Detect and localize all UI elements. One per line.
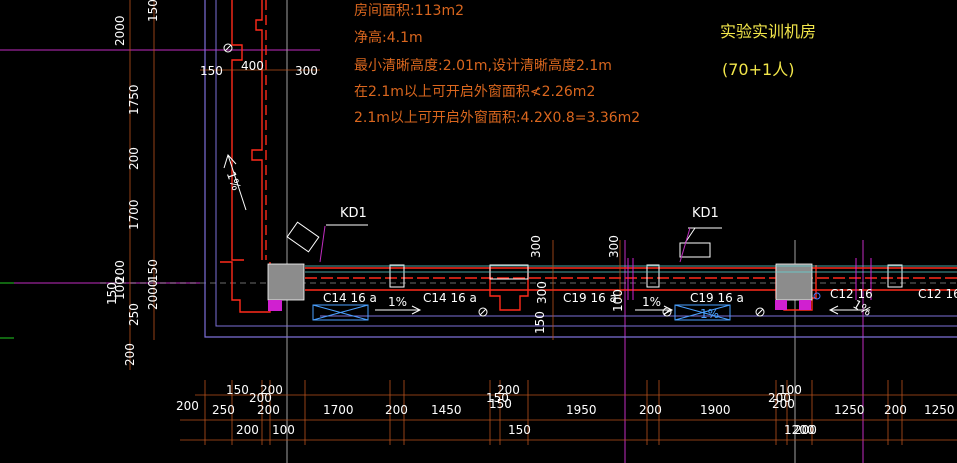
beam-label: C19 16 a: [563, 291, 617, 305]
cyan-lines: [305, 265, 957, 273]
slab-outline: [204, 0, 957, 338]
beam-label: C19 16 a: [690, 291, 744, 305]
dimension-text: 200: [639, 403, 662, 417]
dimension-text: 1250: [924, 403, 955, 417]
dimension-text: 150: [508, 423, 531, 437]
dimension-text: 100: [113, 277, 127, 300]
dimension-text: 300: [535, 281, 549, 304]
dimension-text: 150: [226, 383, 249, 397]
dimension-text: 250: [127, 303, 141, 326]
dimension-text: 200: [236, 423, 259, 437]
dimension-text: 1450: [431, 403, 462, 417]
dimension-lines: [129, 0, 957, 445]
dimension-text: 100: [611, 289, 625, 312]
dimension-text: 200: [176, 399, 199, 413]
dimension-text: 200: [123, 343, 137, 366]
kd1-symbols: [286, 221, 722, 263]
kd1-tag: KD1: [692, 206, 719, 221]
dimension-text: 200: [127, 147, 141, 170]
dimension-text: 150: [146, 0, 160, 22]
dimension-text: 1750: [127, 84, 141, 115]
room-area-note: 房间面积:113m2: [354, 3, 464, 19]
slope-label: 1%: [700, 307, 720, 321]
dimension-text: 1200: [784, 423, 815, 437]
beam-label: C14 16 a: [423, 291, 477, 305]
kd1-tag: KD1: [340, 206, 367, 221]
dimension-text: 200: [772, 397, 795, 411]
columns: [267, 263, 813, 311]
dimension-text: 1700: [323, 403, 354, 417]
dimension-text: 150: [533, 311, 547, 334]
dimension-text: 2000: [113, 15, 127, 46]
dimension-text: 150: [486, 391, 509, 405]
min-clear-height-note: 最小清晰高度:2.01m,设计清晰高度2.1m: [354, 58, 612, 74]
beam-label: C14 16 a: [323, 291, 377, 305]
dimension-text: 200: [260, 383, 283, 397]
room-capacity: (70+1人): [722, 60, 795, 79]
dimension-text: 300: [607, 235, 621, 258]
beam-label: C12 16: [918, 287, 957, 301]
dimension-text: 100: [272, 423, 295, 437]
dimension-text: 200: [768, 391, 791, 405]
dimension-text: 200: [884, 403, 907, 417]
hatch-circles: [223, 43, 821, 317]
dimension-text: 1950: [566, 403, 597, 417]
dimension-text: 250: [212, 403, 235, 417]
dimension-text: 100: [779, 383, 802, 397]
window-marks: [312, 264, 903, 321]
wall: [220, 0, 957, 313]
dimension-text: 150: [146, 259, 160, 282]
dimension-text: 1900: [700, 403, 731, 417]
dimension-text: 1700: [127, 199, 141, 230]
dimension-text: 200: [249, 391, 272, 405]
dimension-text: 200: [497, 383, 520, 397]
dimension-text: 150: [489, 397, 512, 411]
magenta-ticks: [627, 258, 872, 300]
dimension-text: 1250: [834, 403, 865, 417]
dimension-text: 200: [794, 423, 817, 437]
slope-arrows: [223, 154, 870, 315]
dimension-text: 2000: [146, 279, 160, 310]
clear-height-note: 净高:4.1m: [354, 30, 423, 46]
window-actual-note: 2.1m以上可开启外窗面积:4.2X0.8=3.36m2: [354, 110, 641, 126]
dimension-text: 150: [200, 64, 223, 78]
dimension-text: 200: [385, 403, 408, 417]
dimension-text: 300: [529, 235, 543, 258]
dimension-text: 300: [295, 64, 318, 78]
dimension-text: 400: [241, 59, 264, 73]
slope-label: 1%: [642, 295, 662, 309]
slope-label: 1%: [388, 295, 408, 309]
dimension-text: 200: [257, 403, 280, 417]
beam-label: C12 16: [830, 287, 873, 301]
room-name: 实验实训机房: [720, 22, 817, 41]
window-required-note: 在2.1m以上可开启外窗面积≮2.26m2: [354, 84, 596, 100]
